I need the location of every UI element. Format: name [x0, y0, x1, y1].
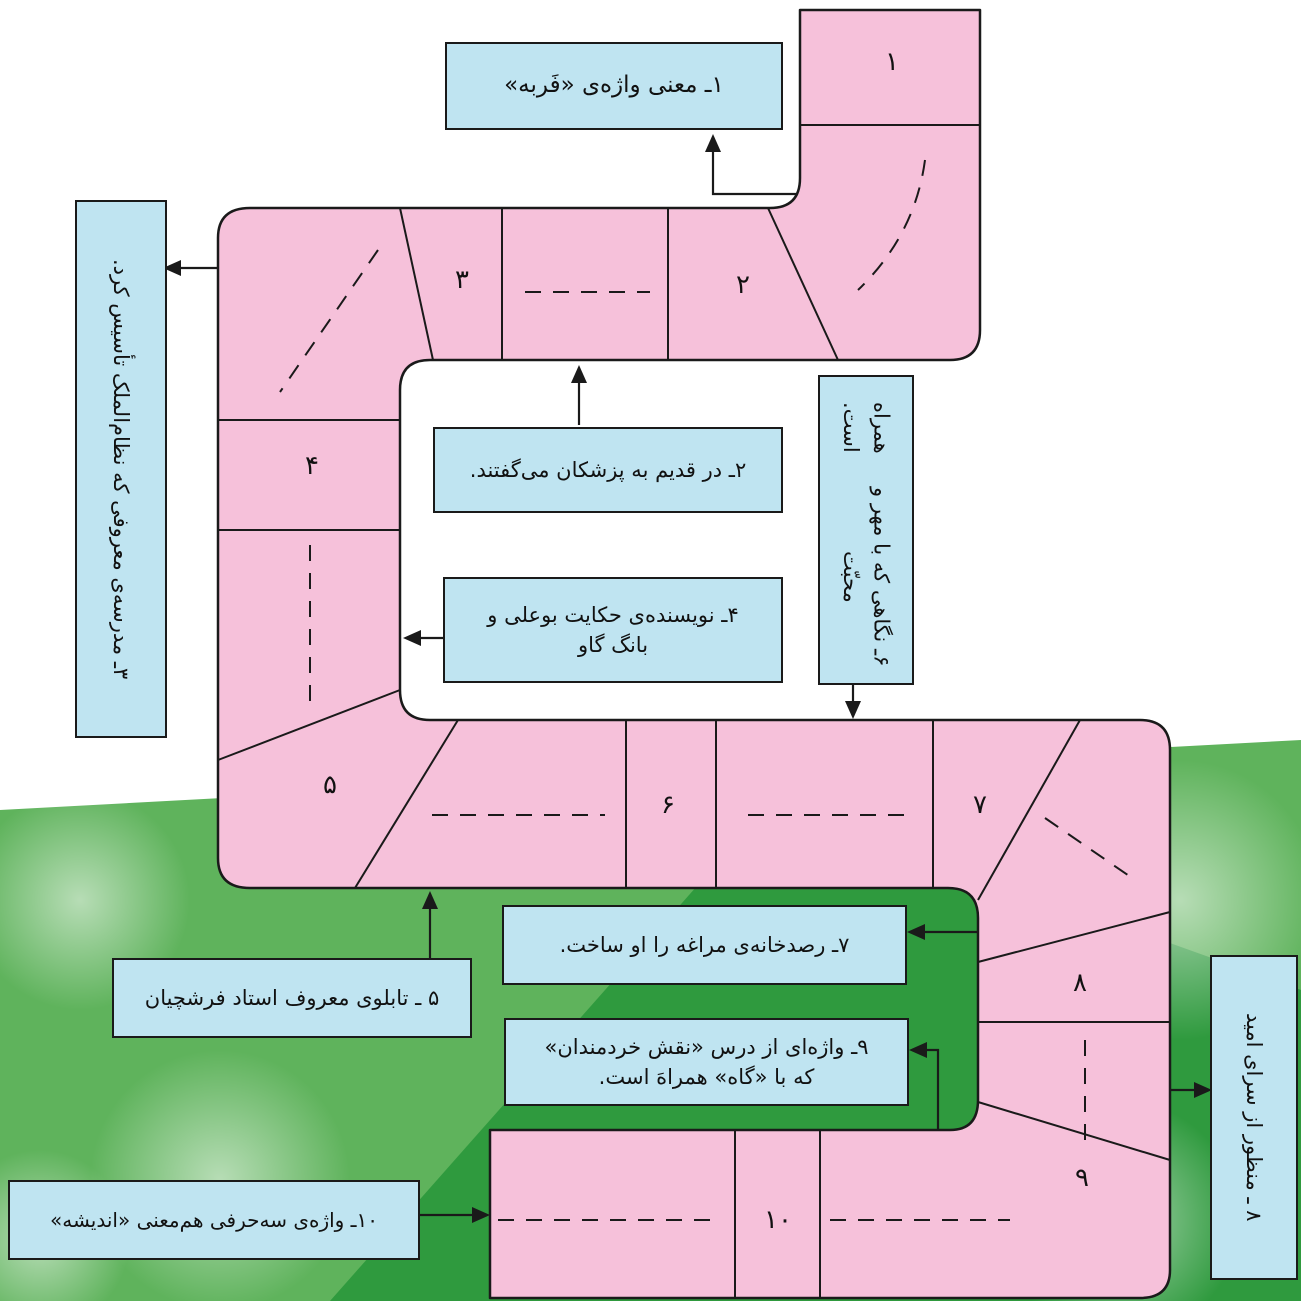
- cell-number-5: ۵: [323, 770, 337, 800]
- clue-6-line2: همراه است.: [839, 402, 894, 454]
- clue-2-text: ٢ـ در قدیم به پزشکان می‌گفتند.: [469, 457, 747, 482]
- divider-line: [399, 207, 434, 361]
- clue-4-line2: بانگ گاو: [577, 633, 649, 657]
- clue-8: ٨ ـ منظور از سرای امید: [1210, 955, 1298, 1280]
- clue-6: ۶ـ نگاهی که با مهر و محبّت همراه است.: [818, 375, 914, 685]
- clue-9-line1: ٩ـ واژه‌ای از درس «نقش خردمندان»: [544, 1034, 869, 1059]
- connector-1: [711, 138, 798, 196]
- clue-7: ٧ـ رصدخانه‌ی مراغه را او ساخت.: [502, 905, 907, 985]
- arrowhead-icon: [907, 924, 925, 940]
- arrowhead-icon: [571, 365, 587, 383]
- clue-4: ۴ـ نویسنده‌ی حکایت بوعلی و بانگ گاو: [443, 577, 783, 683]
- arrowheads: [163, 134, 1212, 1223]
- clue-9: ٩ـ واژه‌ای از درس «نقش خردمندان» که با «…: [504, 1018, 909, 1106]
- divider-line: [217, 689, 401, 761]
- clue-10-text: ١٠ـ واژه‌ی سه‌حرفی هم‌معنی «اندیشه»: [49, 1207, 379, 1232]
- cell-number-3: ٣: [455, 265, 469, 295]
- arrowhead-icon: [403, 630, 421, 646]
- divider-line: [977, 719, 1081, 901]
- clue-7-text: ٧ـ رصدخانه‌ی مراغه را او ساخت.: [559, 932, 850, 957]
- divider-line: [767, 207, 839, 361]
- cell-number-4: ۴: [305, 451, 319, 481]
- clue-4-line1: ۴ـ نویسنده‌ی حکایت بوعلی و: [487, 602, 739, 627]
- clue-6-line1: ۶ـ نگاهی که با مهر و محبّت: [839, 487, 894, 667]
- arrowhead-icon: [163, 260, 181, 276]
- clue-10: ١٠ـ واژه‌ی سه‌حرفی هم‌معنی «اندیشه»: [8, 1180, 420, 1260]
- cell-number-6: ۶: [661, 790, 675, 820]
- clue-5-text: ۵ ـ تابلوی معروف استاد فرشچیان: [144, 985, 440, 1010]
- clue-5: ۵ ـ تابلوی معروف استاد فرشچیان: [112, 958, 472, 1038]
- clue-2: ٢ـ در قدیم به پزشکان می‌گفتند.: [433, 427, 783, 513]
- cell-number-10: ١٠: [764, 1205, 792, 1235]
- puzzle-board: [216, 8, 1172, 1300]
- cell-number-2: ٢: [736, 270, 750, 300]
- answer-blank: [1044, 817, 1136, 881]
- clue-1-text: ١ـ معنی واژه‌ی «فَربه»: [504, 72, 724, 99]
- cell-dividers: [217, 124, 1171, 1298]
- arrowhead-icon: [705, 134, 721, 152]
- arrowhead-icon: [1194, 1082, 1212, 1098]
- divider-line: [354, 719, 459, 889]
- background-clover: [90, 1050, 350, 1301]
- arrowhead-icon: [472, 1207, 490, 1223]
- clue-3: ٣ـ مدرسه‌ی معروفی که نظام‌الملک تأسیس کر…: [75, 200, 167, 738]
- clue-1: ١ـ معنی واژه‌ی «فَربه»: [445, 42, 783, 130]
- clue-8-text: ٨ ـ منظور از سرای امید: [1242, 1013, 1267, 1222]
- divider-line: [977, 1101, 1171, 1161]
- arrowhead-icon: [845, 701, 861, 719]
- clue-3-text: ٣ـ مدرسه‌ی معروفی که نظام‌الملک تأسیس کر…: [109, 258, 134, 680]
- cell-number-7: ٧: [973, 790, 987, 820]
- arrowhead-icon: [909, 1042, 927, 1058]
- answer-blank: [279, 249, 379, 393]
- clue-9-line2: که با «گاه» همراهَ است.: [598, 1065, 815, 1089]
- arrowhead-icon: [422, 891, 438, 909]
- divider-line: [977, 911, 1171, 963]
- cell-number-9: ٩: [1075, 1163, 1089, 1193]
- background-clover: [0, 790, 190, 1010]
- cell-number-8: ٨: [1073, 968, 1087, 998]
- cell-number-1: ١: [885, 47, 899, 77]
- answer-blanks: [279, 159, 1136, 1221]
